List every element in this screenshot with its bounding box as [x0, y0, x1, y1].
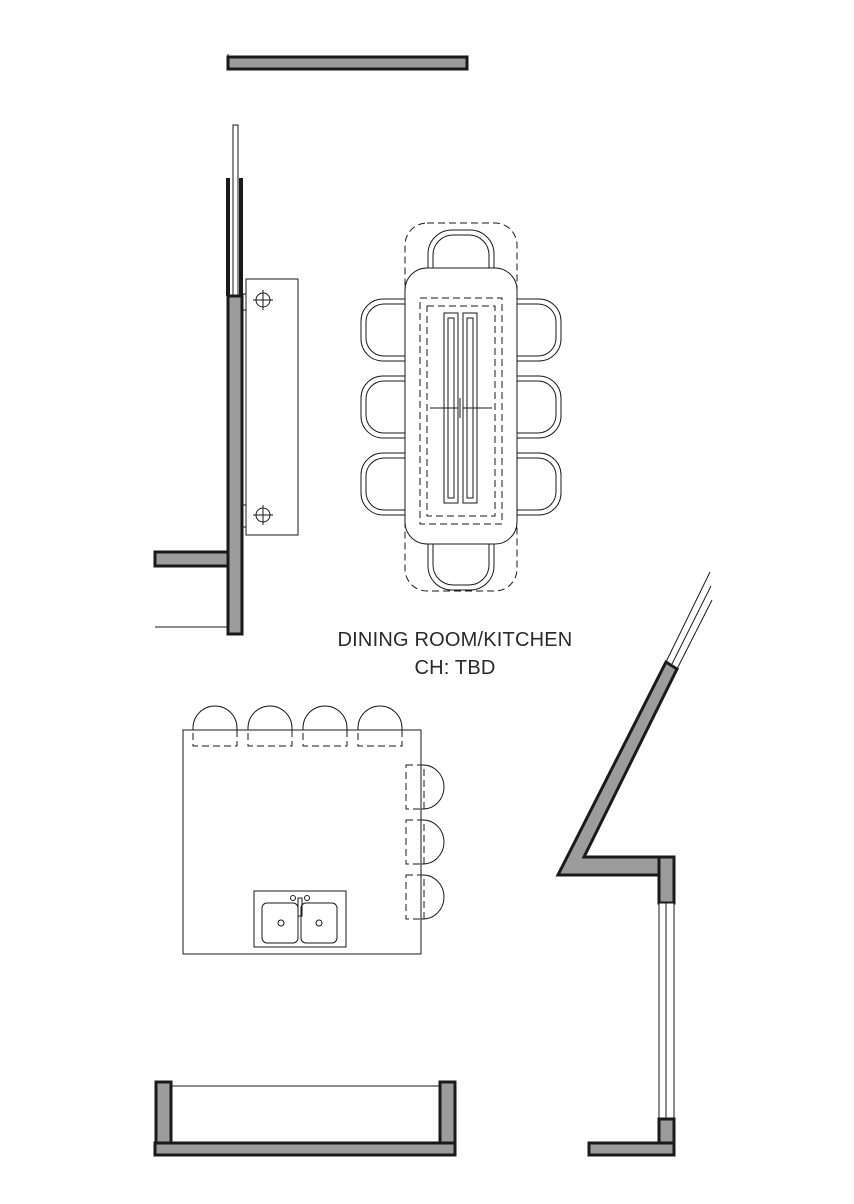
dining-table: [360, 222, 562, 592]
stool: [405, 819, 445, 865]
left-wall: [153, 124, 244, 636]
outlet-icon: [253, 505, 273, 525]
bottom-wall: [153, 1080, 457, 1157]
kitchen-island: [182, 705, 445, 955]
room-label: DINING ROOM/KITCHEN CH: TBD: [305, 626, 605, 682]
top-wall: [226, 54, 469, 71]
outlet-icon: [253, 290, 273, 310]
ceiling-height: CH: TBD: [414, 657, 496, 679]
stool: [405, 874, 445, 920]
room-name: DINING ROOM/KITCHEN: [337, 629, 573, 651]
sink-icon: [253, 890, 347, 948]
wall-counter: [241, 278, 299, 536]
stool: [405, 764, 445, 810]
right-wall: [555, 571, 713, 1157]
